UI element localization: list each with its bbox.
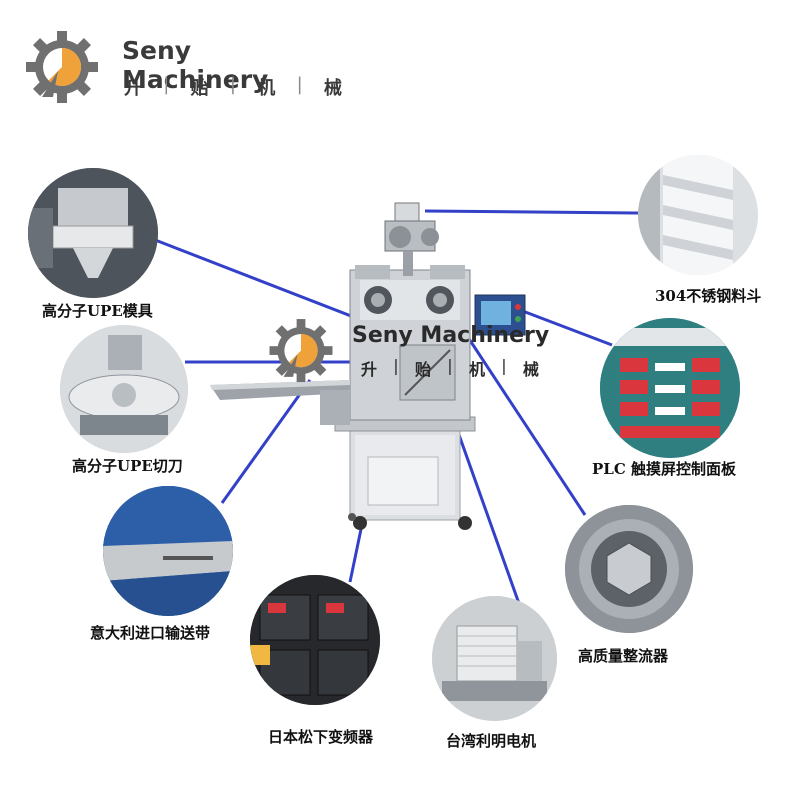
upe-cutter-photo (60, 325, 188, 453)
plc-label: PLC 触摸屏控制面板 (592, 460, 736, 478)
gear-logo-icon (26, 31, 98, 103)
conveyor-photo (103, 486, 233, 616)
watermark-logo: Seny Machinery 升| 贻| 机| 械 (266, 316, 566, 386)
brand-logo: Seny Machinery 升| 贻| 机| 械 (22, 30, 342, 105)
hopper-photo (638, 155, 758, 275)
watermark-name: Seny Machinery (352, 323, 550, 348)
rectifier-label: 高质量整流器 (578, 647, 669, 665)
upe-mold-label: 高分子UPE模具 (42, 302, 153, 320)
inverter-photo (250, 575, 380, 705)
watermark-chars: 升| 贻| 机| 械 (361, 356, 541, 379)
upe-cutter-label: 高分子UPE切刀 (72, 457, 183, 475)
brand-name: Seny Machinery (122, 36, 269, 94)
hopper-label: 304不锈钢料斗 (655, 287, 762, 305)
inverter-label: 日本松下变频器 (268, 728, 374, 746)
motor-label: 台湾利明电机 (446, 732, 537, 750)
machine-illustration (210, 202, 526, 530)
plc-photo (600, 318, 740, 458)
upe-mold-photo (28, 168, 158, 298)
conveyor-label: 意大利进口输送带 (90, 624, 211, 642)
brand-chars: 升| 贻| 机| 械 (124, 74, 344, 99)
motor-photo (432, 596, 557, 721)
gear-logo-icon (269, 319, 333, 383)
rectifier-photo (565, 505, 693, 633)
